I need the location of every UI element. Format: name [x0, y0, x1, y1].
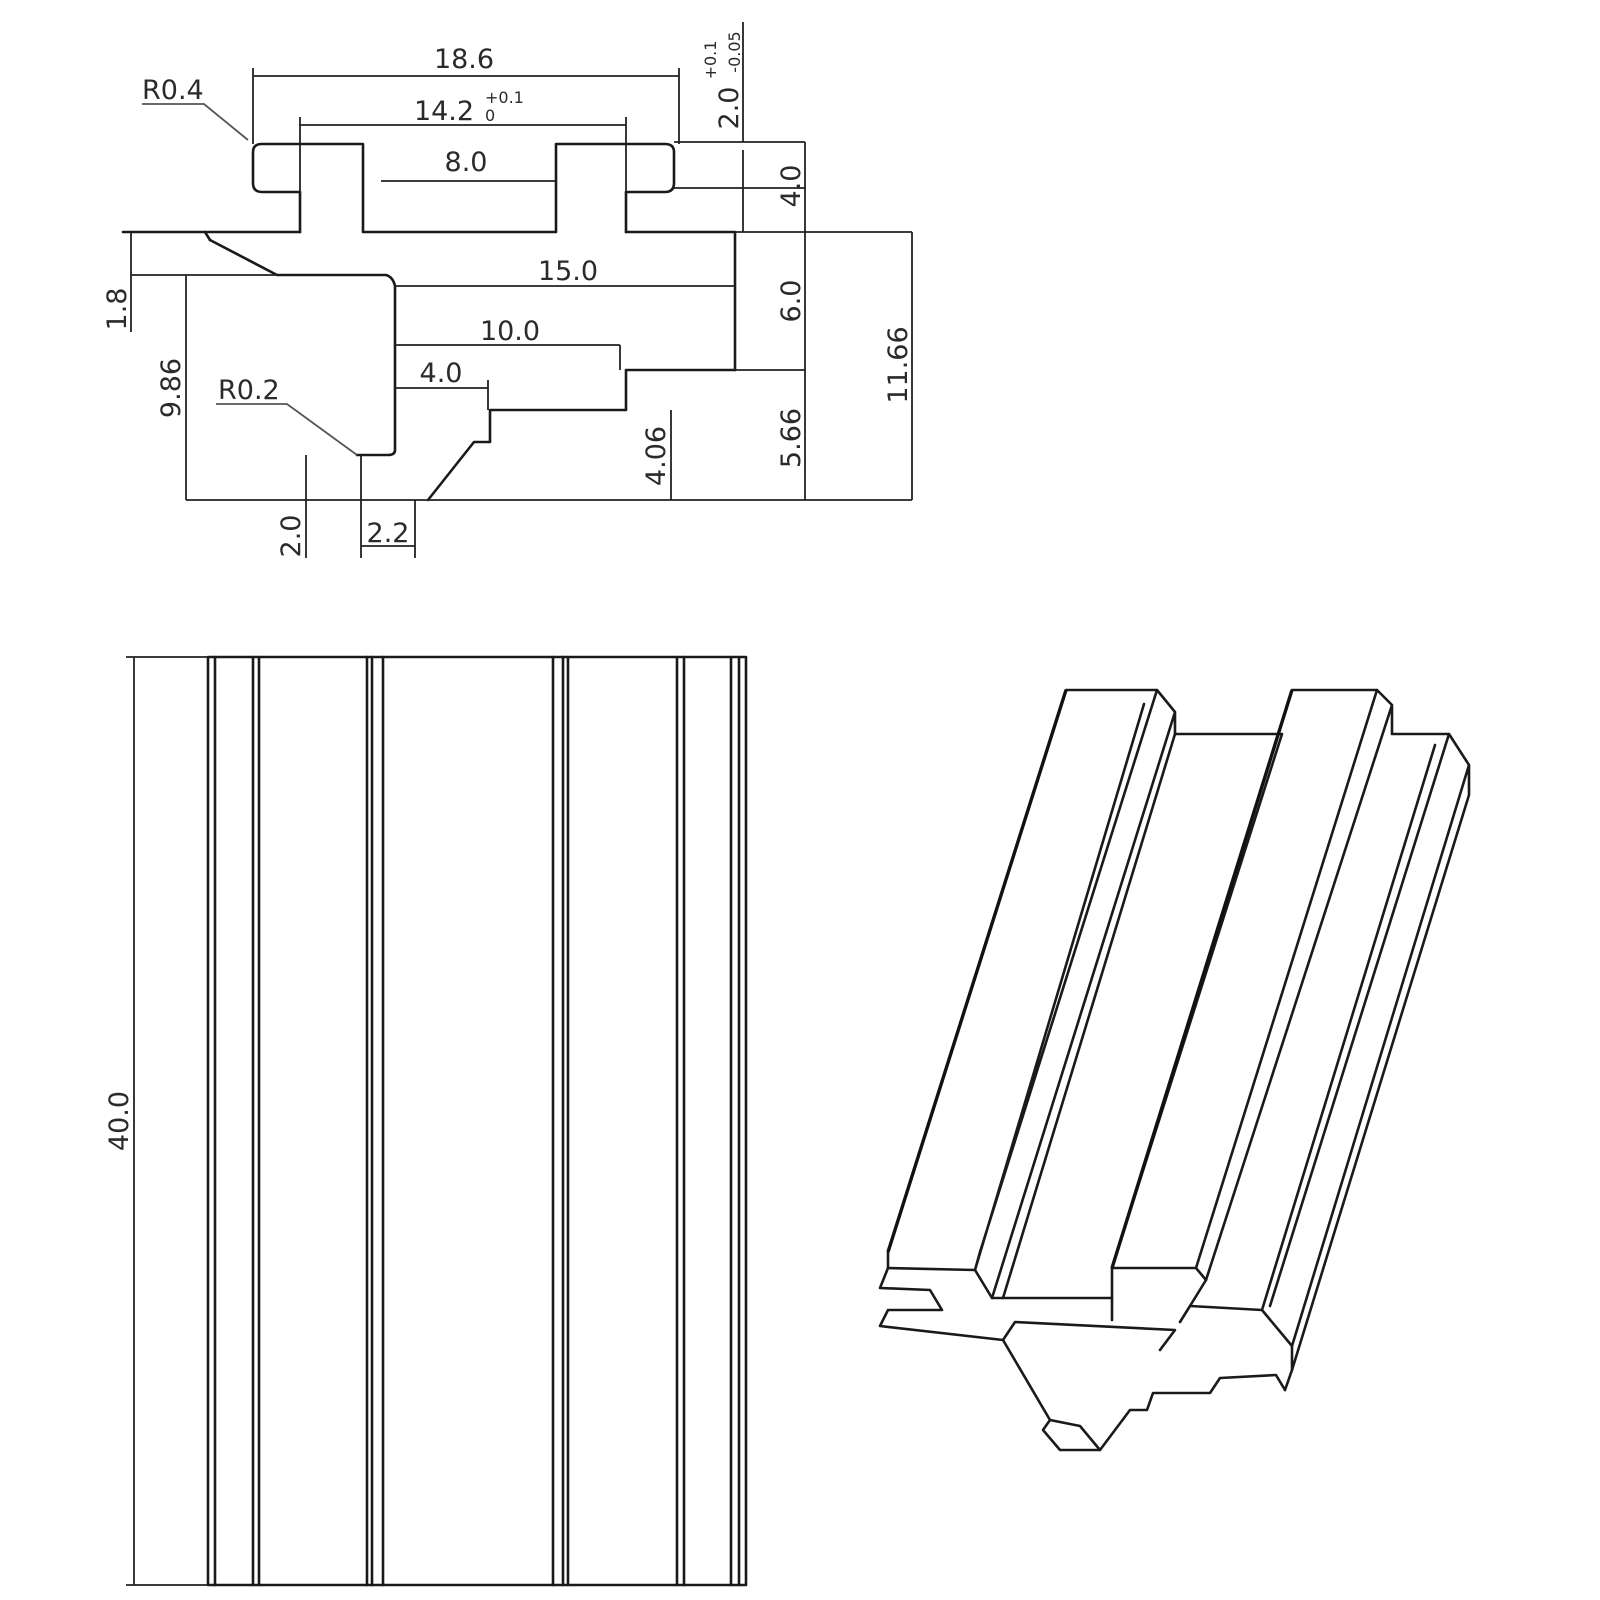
dim-width-slot-inner: 8.0 — [445, 147, 488, 178]
iso-end-face — [878, 1266, 1294, 1452]
iso-left-rib-edge — [886, 689, 1068, 1253]
dim-thickness-flange: 2.0 — [714, 87, 745, 130]
radius-label-bottom: R0.2 — [218, 375, 280, 406]
section-rib-stems — [298, 190, 628, 234]
front-view: 40.0 — [104, 655, 748, 1587]
dim-width-foot-b: 2.2 — [367, 518, 410, 549]
dim-length: 40.0 — [104, 1091, 135, 1151]
dim-height-left-step: 1.8 — [102, 288, 133, 331]
dim-width-foot-a: 2.0 — [276, 515, 307, 558]
length-dimension-line — [126, 656, 208, 1586]
front-view-groove-lines — [213, 655, 741, 1587]
dim-thickness-flange-tol-upper: +0.1 — [701, 41, 720, 80]
dim-width-top: 18.6 — [434, 44, 494, 75]
dim-width-slot-outer-tol-upper: +0.1 — [485, 88, 524, 107]
dim-height-lower: 5.66 — [776, 408, 807, 468]
section-profile-top — [251, 142, 676, 234]
dim-width-slot-outer: 14.2 — [414, 96, 474, 127]
dim-width-nose: 4.0 — [420, 358, 463, 389]
section-web — [121, 230, 737, 372]
cross-section-view: 18.6 14.2 +0.1 0 8.0 2.0 +0.1 -0.05 4.0 … — [102, 22, 914, 558]
radius-label-top: R0.4 — [142, 75, 204, 106]
dim-height-total: 11.66 — [883, 326, 914, 403]
dim-thickness-flange-tol-lower: -0.05 — [725, 31, 744, 72]
dim-height-left-body: 9.86 — [156, 358, 187, 418]
radius-leader-lines — [142, 103, 358, 456]
dim-width-slot-outer-tol-lower: 0 — [485, 106, 495, 125]
dim-width-step: 10.0 — [480, 316, 540, 347]
dim-height-step-right: 4.06 — [641, 426, 672, 486]
front-view-outline — [206, 655, 748, 1587]
dim-height-rib: 4.0 — [776, 165, 807, 208]
dimension-lines — [130, 22, 913, 558]
iso-end-face-detail — [1001, 1296, 1192, 1452]
isometric-view — [878, 688, 1471, 1452]
dim-height-body-upper: 6.0 — [776, 280, 807, 323]
iso-left-rib — [886, 688, 1177, 1300]
section-web-lower — [203, 230, 212, 242]
iso-right-rib-edge — [1110, 689, 1294, 1269]
dim-width-body: 15.0 — [538, 256, 598, 287]
iso-right-rib — [1194, 688, 1471, 1392]
